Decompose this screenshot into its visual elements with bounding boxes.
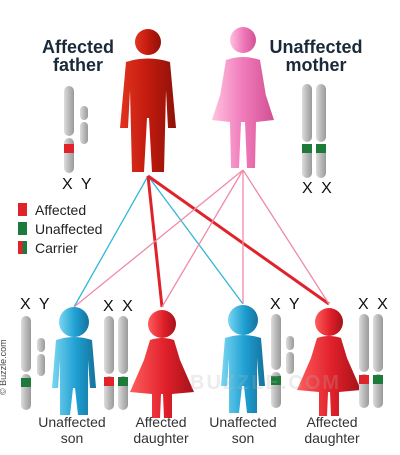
mother-title: Unaffected mother <box>256 38 376 74</box>
father-figure-icon <box>120 29 176 172</box>
watermark: BUZZLE.COM <box>190 372 342 394</box>
mother-title-line2: mother <box>285 55 347 75</box>
son1-chromosomes <box>21 316 45 410</box>
father-xy-label: X Y <box>62 176 94 193</box>
carrier-swatch <box>18 241 27 254</box>
daughter1-caption: Affected daughter <box>116 414 206 446</box>
legend-item-unaffected: Unaffected <box>18 219 102 238</box>
father-to-daughter2-line <box>147 174 330 306</box>
caption-line1: Unaffected <box>209 414 277 430</box>
mother-figure-icon <box>212 27 274 168</box>
daughter2-chromosomes <box>359 314 383 408</box>
son2-chromosomes <box>271 314 294 408</box>
daughter2-figure-icon <box>297 308 361 416</box>
legend-label: Carrier <box>35 239 78 256</box>
mother-to-daughter2-line <box>242 169 330 305</box>
father-chromosomes <box>64 86 88 173</box>
daughter2-caption: Affected daughter <box>287 414 377 446</box>
father-to-son2-line <box>147 175 244 305</box>
caption-line2: daughter <box>304 430 360 446</box>
mother-to-son1-line <box>73 169 244 308</box>
legend-item-affected: Affected <box>18 200 102 219</box>
credit-text: © Buzzle.com <box>0 339 8 395</box>
caption-line1: Affected <box>135 414 187 430</box>
legend-label: Unaffected <box>35 220 103 237</box>
son2-figure-icon <box>221 305 265 413</box>
son1-caption: Unaffected son <box>27 414 117 446</box>
son2-caption: Unaffected son <box>198 414 288 446</box>
mother-chromosomes <box>302 84 326 178</box>
affected-gene-band <box>64 144 74 153</box>
legend: Affected Unaffected Carrier <box>18 200 102 257</box>
son2-xy-label: X Y <box>270 296 302 313</box>
mother-xx-label: X X <box>302 180 334 197</box>
caption-line1: Affected <box>306 414 358 430</box>
father-title: Affected father <box>18 38 138 74</box>
daughter1-chromosomes <box>104 316 128 410</box>
inheritance-lines <box>73 169 330 308</box>
caption-line2: daughter <box>133 430 189 446</box>
son1-xy-label: X Y <box>20 296 52 313</box>
father-title-line2: father <box>52 55 103 75</box>
legend-label: Affected <box>35 201 87 218</box>
daughter1-xx-label: X X <box>103 298 135 315</box>
caption-line2: son <box>60 430 84 446</box>
son1-figure-icon <box>52 307 96 415</box>
mother-title-line1: Unaffected <box>269 37 363 57</box>
father-to-son1-line <box>73 175 149 308</box>
daughter1-figure-icon <box>130 310 194 418</box>
affected-swatch <box>18 203 27 216</box>
mother-to-daughter1-line <box>161 169 244 308</box>
daughter2-xx-label: X X <box>358 296 390 313</box>
unaffected-swatch <box>18 222 27 235</box>
legend-item-carrier: Carrier <box>18 238 102 257</box>
father-title-line1: Affected <box>41 37 114 57</box>
caption-line1: Unaffected <box>38 414 106 430</box>
caption-line2: son <box>231 430 255 446</box>
